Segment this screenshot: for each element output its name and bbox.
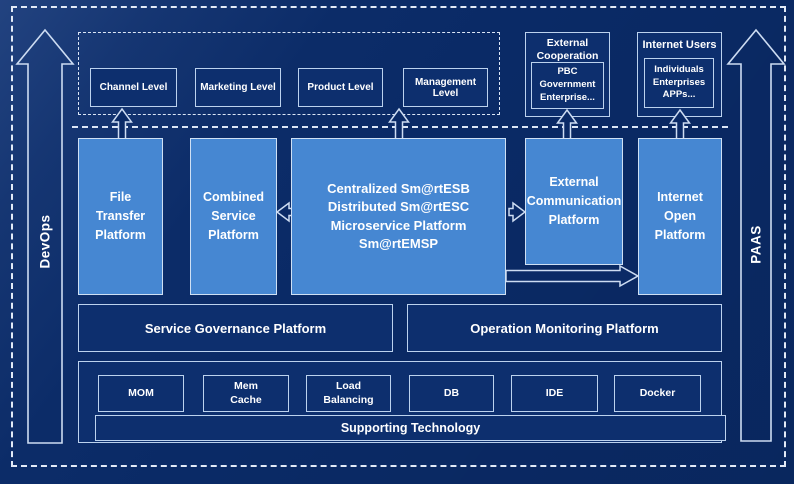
operation-monitoring-platform-box: Operation Monitoring Platform [407,304,722,352]
paas-rail-label: PAAS [748,225,764,264]
up-arrow-icon [388,107,410,140]
tech-label: Docker [639,386,676,399]
file-transfer-platform-box: File Transfer Platform [78,138,163,295]
tech-box-mem-cache: Mem Cache [203,375,289,412]
external-communication-platform-label: External Communication Platform [526,175,622,227]
level-label: Marketing Level [200,82,276,93]
internet-open-platform-label: Internet Open Platform [654,190,706,242]
internet-users-title: Internet Users [642,39,717,51]
up-arrow-icon [556,108,578,140]
level-label: Product Level [307,82,374,93]
combined-service-platform-label: Combined Service Platform [202,190,265,242]
tech-label: DB [443,386,460,399]
tech-box-load-balancing: Load Balancing [306,375,391,412]
level-box-marketing: Marketing Level [195,68,281,107]
paas-arrow-icon [726,28,786,442]
internet-users-members: Individuals Enterprises APPs... [652,63,706,101]
level-box-product: Product Level [298,68,383,107]
outer-dashed-border [11,6,786,467]
levels-dashed-box: Channel Level Marketing Level Product Le… [78,32,500,115]
level-box-management: Management Level [403,68,488,107]
tech-box-db: DB [409,375,494,412]
up-arrow-icon [669,108,691,140]
right-arrow-icon [508,201,527,223]
internet-users-members-box: Individuals Enterprises APPs... [644,58,714,108]
up-arrow-icon [111,107,133,140]
supporting-technology-label: Supporting Technology [340,421,481,435]
external-cooperation-box: External Cooperation PBC Government Ente… [525,32,610,117]
esb-platform-label: Centralized Sm@rtESB Distributed Sm@rtES… [327,181,470,251]
level-label: Management Level [414,76,477,99]
tech-label: MOM [128,386,154,399]
external-cooperation-members: PBC Government Enterprise... [539,66,596,103]
devops-rail-label: DevOps [37,214,53,269]
combined-service-platform-box: Combined Service Platform [190,138,277,295]
tech-label: Load Balancing [323,379,374,406]
external-cooperation-title: External Cooperation [536,37,599,63]
internet-users-box: Internet Users Individuals Enterprises A… [637,32,722,117]
level-label: Channel Level [99,82,168,93]
tech-box-docker: Docker [614,375,701,412]
service-governance-platform-label: Service Governance Platform [144,320,327,336]
external-cooperation-members-box: PBC Government Enterprise... [531,62,604,109]
internet-open-platform-box: Internet Open Platform [638,138,722,295]
supporting-technology-bar: Supporting Technology [95,415,726,441]
tech-label: IDE [545,386,564,399]
devops-arrow-icon [15,28,75,444]
level-box-channel: Channel Level [90,68,177,107]
tech-label: Mem Cache [230,379,262,406]
tech-box-mom: MOM [98,375,184,412]
long-right-arrow-icon [505,264,640,288]
operation-monitoring-platform-label: Operation Monitoring Platform [470,320,659,336]
supporting-technology-tray: MOM Mem Cache Load Balancing DB IDE Dock… [78,361,726,443]
file-transfer-platform-label: File Transfer Platform [95,190,146,242]
tech-box-ide: IDE [511,375,598,412]
esb-platform-box: Centralized Sm@rtESB Distributed Sm@rtES… [291,138,506,295]
service-governance-platform-box: Service Governance Platform [78,304,393,352]
external-communication-platform-box: External Communication Platform [525,138,623,265]
